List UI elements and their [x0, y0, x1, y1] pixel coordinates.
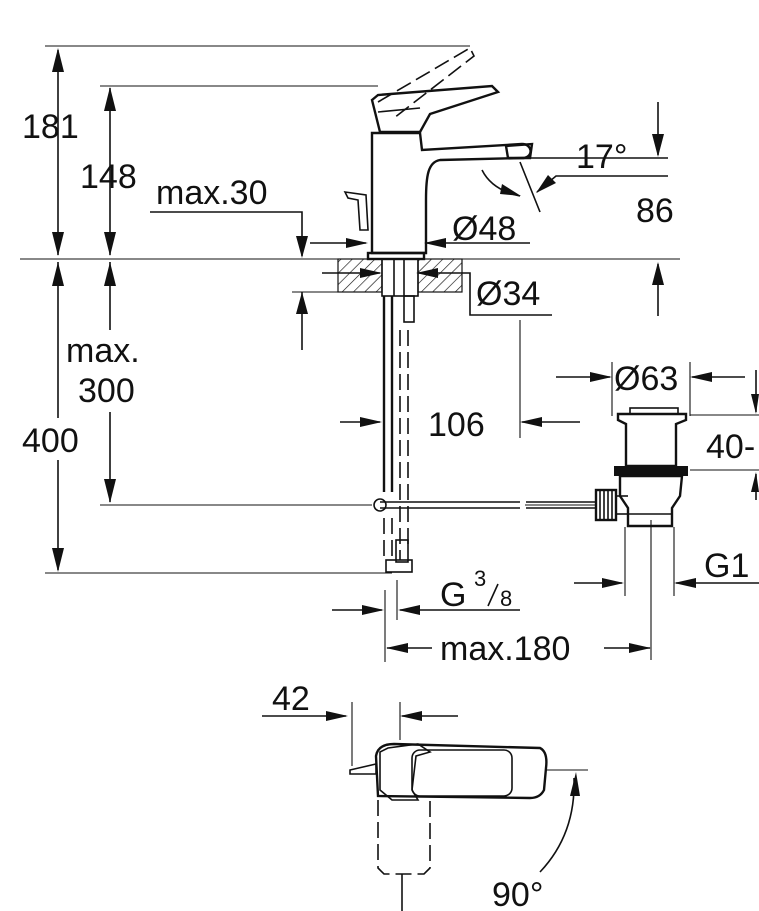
dim-spout-angle: 17° 86	[481, 102, 674, 316]
dim-d48-label: Ø48	[452, 210, 516, 248]
supply-hoses	[382, 296, 413, 573]
dim-40: 40-	[690, 370, 759, 500]
popup-rod	[373, 498, 596, 512]
dim-g38: G 3 8	[332, 566, 520, 615]
dim-148: 148	[80, 87, 137, 256]
dim-40-label: 40-	[706, 428, 755, 466]
dim-400-label: 400	[22, 422, 79, 460]
dim-300-label: 300	[78, 372, 135, 410]
dim-max-180-label: max.180	[440, 630, 570, 668]
dim-d48: Ø48	[310, 210, 530, 248]
dim-g1: G1	[574, 547, 759, 588]
dim-181: 181	[22, 48, 79, 256]
waste-valve	[594, 407, 688, 528]
dim-max-30-label: max.30	[156, 174, 268, 212]
dim-d34-label: Ø34	[476, 275, 540, 313]
dim-max-30: max.30	[150, 174, 340, 350]
top-view: 42 90°	[262, 680, 588, 911]
dim-181-label: 181	[22, 108, 79, 146]
dim-d63: Ø63	[556, 360, 745, 416]
dim-g1-label: G1	[704, 547, 749, 585]
dim-90-label: 90°	[492, 876, 543, 911]
dim-106: 106	[340, 406, 580, 444]
dim-g38-den-label: 8	[500, 586, 512, 611]
dim-42-label: 42	[272, 680, 310, 718]
faucet-body	[343, 46, 534, 261]
dim-g38-num-label: 3	[474, 566, 486, 591]
dim-g38-g-label: G	[440, 576, 466, 614]
dim-max-label: max.	[66, 332, 140, 370]
dim-148-label: 148	[80, 158, 137, 196]
dim-400: 400	[20, 262, 96, 572]
deck-section	[337, 258, 463, 323]
dim-86-label: 86	[636, 192, 674, 230]
dim-17-label: 17°	[576, 138, 627, 176]
dim-max-180: max.180	[386, 630, 651, 668]
dim-d63-label: Ø63	[614, 360, 678, 398]
dim-106-label: 106	[428, 406, 485, 444]
dim-max-300: max. 300	[66, 262, 140, 503]
